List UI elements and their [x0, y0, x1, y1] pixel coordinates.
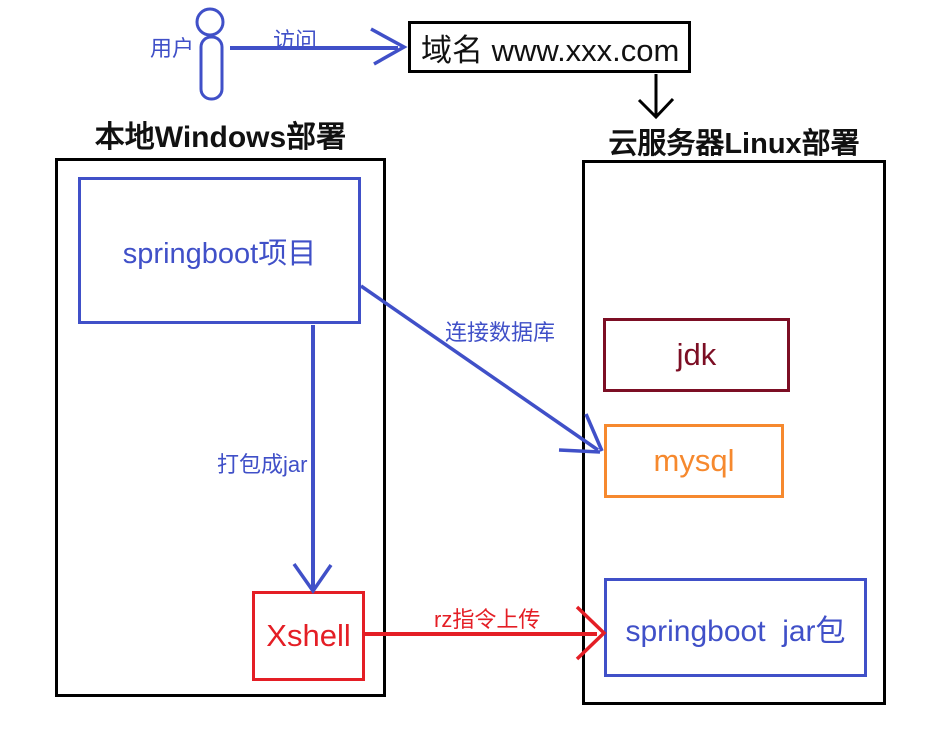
rz-upload-arrow-label: rz指令上传 — [434, 607, 541, 632]
xshell-node: Xshell — [252, 591, 365, 681]
domain-to-cloud-arrow — [637, 74, 675, 120]
connect-db-arrow — [360, 284, 604, 454]
visit-arrow-label: 访问 — [272, 28, 317, 53]
jdk-node: jdk — [603, 318, 790, 392]
package-jar-arrow-label: 打包成jar — [217, 452, 308, 477]
connect-db-arrow-label: 连接数据库 — [445, 320, 556, 345]
springboot-jar-node: springboot jar包 — [604, 578, 867, 677]
right-panel-title: 云服务器Linux部署 — [608, 128, 860, 160]
left-panel-title: 本地Windows部署 — [94, 121, 347, 154]
domain-node: 域名 www.xxx.com — [408, 21, 691, 73]
mysql-node: mysql — [604, 424, 784, 498]
user-icon — [195, 7, 225, 101]
user-label: 用户 — [150, 36, 195, 61]
springboot-project-node: springboot项目 — [78, 177, 361, 324]
